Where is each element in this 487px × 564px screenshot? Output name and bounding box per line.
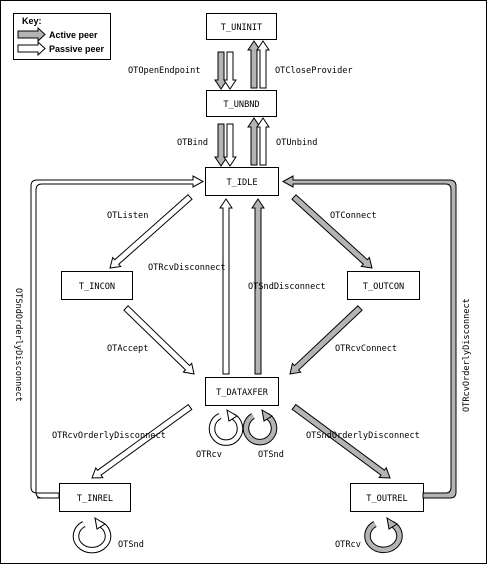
state-incon-label: T_INCON [79,282,115,292]
bind-active-arrow [214,123,228,167]
label-bind: OTBind [177,138,208,148]
legend-active-label: Active peer [49,30,98,40]
legend-passive-arrow-icon [17,40,46,57]
state-incon: T_INCON [61,271,133,300]
rcv-connect-arrow [289,305,363,375]
label-rcv-outrel: OTRcv [335,540,361,550]
unbind-passive-arrow [256,117,270,166]
label-snd-orderly-disconnect-side: OTSndOrderlyDisconnect [13,288,23,402]
label-rcv-orderly-disconnect: OTRcvOrderlyDisconnect [52,431,166,441]
state-outrel: T_OUTREL [350,483,424,512]
state-idle: T_IDLE [205,167,279,196]
state-inrel: T_INREL [59,483,131,512]
label-rcv-disconnect: OTRcvDisconnect [148,263,226,273]
listen-arrow [109,194,193,269]
label-rcv-orderly-disconnect-side: OTRcvOrderlyDisconnect [462,298,472,412]
label-listen: OTListen [107,211,148,221]
label-snd-inrel: OTSnd [118,540,144,550]
accept-arrow [123,305,195,375]
snd-self-loop-inrel [72,517,112,554]
snd-disconnect-arrow [251,198,265,375]
snd-self-loop-dataxfer [242,409,278,446]
snd-orderly-disconnect-loop-arrow [30,175,205,499]
rcv-disconnect-arrow [219,198,233,375]
state-unbnd-label: T_UNBND [223,100,259,110]
open-endpoint-active-arrow [214,51,228,90]
label-close-provider: OTCloseProvider [275,66,353,76]
label-open-endpoint: OTOpenEndpoint [128,66,200,76]
label-accept: OTAccept [107,344,148,354]
state-outrel-label: T_OUTREL [366,494,407,504]
label-rcv-dataxfer: OTRcv [196,450,222,460]
label-snd-disconnect: OTSndDisconnect [248,282,326,292]
legend-title: Key: [22,16,42,26]
rcv-self-loop-dataxfer [208,409,244,446]
label-unbind: OTUnbind [276,138,317,148]
state-uninit: T_UNINIT [206,13,277,40]
bind-passive-arrow [223,123,237,167]
state-uninit-label: T_UNINIT [221,23,262,33]
state-outcon: T_OUTCON [347,271,420,300]
snd-orderly-disconnect-arrow [291,403,391,479]
state-dataxfer: T_DATAXFER [205,377,279,406]
legend: Key: Active peer Passive peer [13,13,111,60]
open-endpoint-passive-arrow [223,51,237,90]
state-outcon-label: T_OUTCON [363,282,404,292]
state-idle-label: T_IDLE [226,178,257,188]
label-snd-orderly-disconnect: OTSndOrderlyDisconnect [306,431,420,441]
rcv-self-loop-outrel [364,517,403,554]
label-snd-dataxfer: OTSnd [258,450,284,460]
transition-arrows [91,40,391,479]
state-inrel-label: T_INREL [77,494,113,504]
legend-passive-label: Passive peer [49,44,105,54]
legend-active-arrow-icon [17,26,46,43]
state-unbnd: T_UNBND [206,90,277,117]
rcv-orderly-disconnect-loop-arrow [281,175,457,499]
connect-arrow [291,194,373,269]
rcv-orderly-disconnect-arrow [91,403,193,479]
close-provider-passive-arrow [256,40,270,89]
label-rcv-connect: OTRcvConnect [335,344,397,354]
label-connect: OTConnect [330,211,377,221]
state-dataxfer-label: T_DATAXFER [216,388,269,398]
